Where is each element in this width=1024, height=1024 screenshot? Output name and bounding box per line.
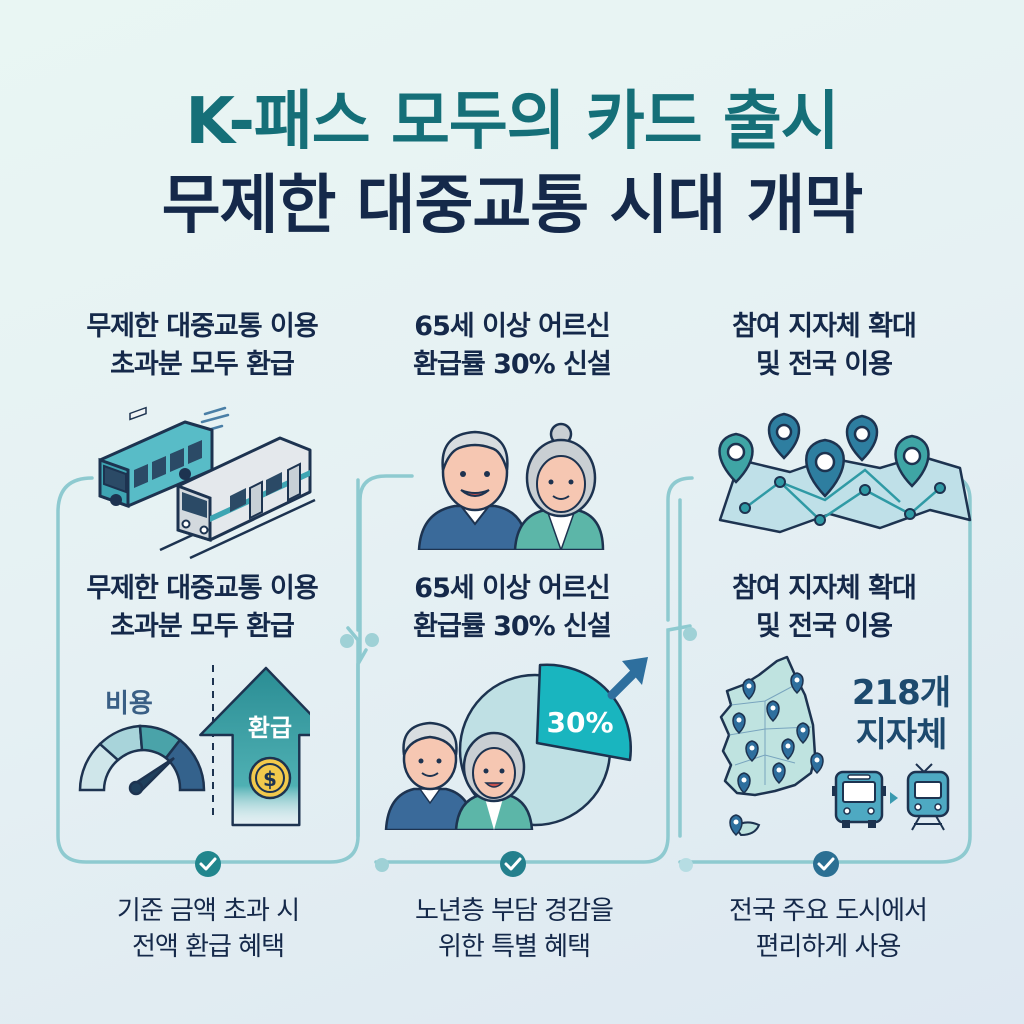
column-1-mid-heading: 무제한 대중교통 이용 초과분 모두 환급 — [42, 570, 362, 646]
footer-line: 기준 금액 초과 시 — [116, 896, 300, 926]
heading-line: 65세 이상 어르신 — [414, 311, 610, 342]
pie-percent-label: 30% — [546, 706, 614, 739]
heading-line: 참여 지자체 확대 — [732, 573, 917, 604]
page-title: K-패스 모두의 카드 출시 무제한 대중교통 시대 개막 — [0, 80, 1024, 248]
heading-line: 초과분 모두 환급 — [110, 349, 295, 380]
arrow-right-icon — [890, 792, 898, 804]
column-2-top-heading: 65세 이상 어르신 환급률 30% 신설 — [352, 308, 672, 384]
coin-dollar-icon: $ — [248, 756, 292, 800]
participating-count: 218개 지자체 — [836, 672, 966, 756]
column-3-footer: 전국 주요 도시에서 편리하게 사용 — [668, 893, 988, 965]
column-3-mid-heading: 참여 지자체 확대 및 전국 이용 — [664, 570, 984, 646]
check-icon-3 — [813, 851, 839, 877]
korea-map-icon — [719, 655, 824, 837]
heading-line: 무제한 대중교통 이용 — [86, 573, 318, 604]
check-icon-1 — [195, 851, 221, 877]
train-icon — [906, 763, 950, 831]
heading-line: 65세 이상 어르신 — [414, 573, 610, 604]
footer-line: 전국 주요 도시에서 — [729, 896, 928, 926]
footer-line: 전액 환급 혜택 — [131, 932, 285, 962]
svg-text:$: $ — [263, 767, 277, 791]
heading-line: 초과분 모두 환급 — [110, 611, 295, 642]
heading-line: 참여 지자체 확대 — [732, 311, 917, 342]
footer-line: 편리하게 사용 — [755, 932, 902, 962]
heading-line: 및 전국 이용 — [756, 611, 893, 642]
column-1-footer: 기준 금액 초과 시 전액 환급 혜택 — [48, 893, 368, 965]
column-2-mid-heading: 65세 이상 어르신 환급률 30% 신설 — [352, 570, 672, 646]
trend-up-arrow-icon — [607, 657, 648, 700]
gauge-and-refund-graphic: $ — [78, 665, 310, 827]
gauge-icon — [78, 724, 206, 796]
senior-couple-icon — [384, 721, 534, 830]
senior-pie-graphic — [384, 657, 648, 830]
bus-icon — [832, 770, 886, 828]
title-line-1: K-패스 모두의 카드 출시 — [185, 85, 839, 159]
refund-label: 환급 — [247, 714, 293, 742]
senior-couple-icon — [417, 422, 605, 550]
cost-label: 비용 — [105, 689, 153, 719]
footer-line: 노년층 부담 경감을 — [415, 896, 614, 926]
footer-line: 위한 특별 혜택 — [437, 932, 591, 962]
heading-line: 환급률 30% 신설 — [413, 611, 612, 642]
count-value: 218개 — [851, 673, 951, 713]
check-icon-2 — [500, 851, 526, 877]
column-2-footer: 노년층 부담 경감을 위한 특별 혜택 — [354, 893, 674, 965]
title-line-2: 무제한 대중교통 시대 개막 — [161, 169, 864, 243]
bus-and-train-icon — [98, 406, 316, 560]
heading-line: 환급률 30% 신설 — [413, 349, 612, 380]
heading-line: 및 전국 이용 — [756, 349, 893, 380]
column-1-top-heading: 무제한 대중교통 이용 초과분 모두 환급 — [42, 308, 362, 384]
map-pins-icon — [718, 412, 972, 534]
column-3-top-heading: 참여 지자체 확대 및 전국 이용 — [664, 308, 984, 384]
refund-arrow-icon — [199, 666, 310, 827]
count-unit: 지자체 — [855, 715, 948, 755]
bus-to-train-graphic — [832, 763, 950, 831]
heading-line: 무제한 대중교통 이용 — [86, 311, 318, 342]
